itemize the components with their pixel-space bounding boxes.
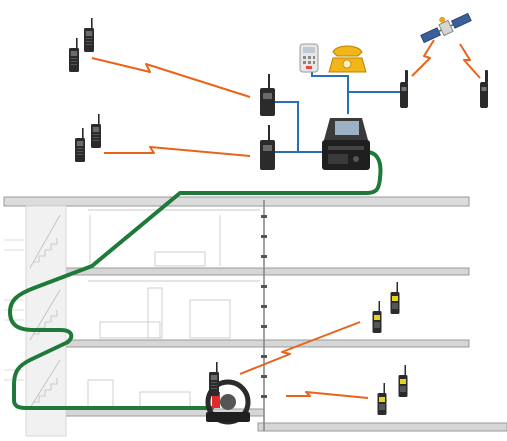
tether-cable <box>8 150 383 410</box>
base-radio-top <box>260 74 275 116</box>
handheld-radio-group-3 <box>372 282 400 333</box>
radio-wave-2 <box>104 146 251 157</box>
vertical-shaft <box>261 200 267 431</box>
ip-phone-icon <box>299 43 319 73</box>
staircase <box>29 214 61 409</box>
handheld-radio-group-2 <box>75 114 101 162</box>
handheld-radio-group-4 <box>377 365 408 415</box>
floor-slab-1-right <box>257 422 507 432</box>
radio-wave-1 <box>91 57 251 98</box>
rugged-gateway-case-icon <box>322 118 370 170</box>
satellite-link-2 <box>459 43 481 79</box>
base-radio-bottom <box>260 125 275 170</box>
radio-wave-4 <box>286 391 369 399</box>
handheld-radio-group-1 <box>69 18 94 72</box>
radio-wave-3 <box>239 321 361 375</box>
satellite-icon <box>420 12 472 44</box>
satellite-phone-right <box>480 70 488 108</box>
floor-slab-2 <box>63 339 470 348</box>
roof-slab <box>3 196 470 207</box>
cable-reel-icon <box>205 362 251 425</box>
satellite-phone-left <box>400 70 408 108</box>
floor-slab-3 <box>63 267 470 276</box>
furniture-sketch <box>87 215 231 409</box>
satellite-link-1 <box>411 39 435 77</box>
wired-links <box>275 70 400 153</box>
landline-phone-icon <box>328 45 367 73</box>
building-cross-section <box>3 196 507 437</box>
radio-waves <box>91 39 481 399</box>
stairwell-wall <box>25 205 67 437</box>
